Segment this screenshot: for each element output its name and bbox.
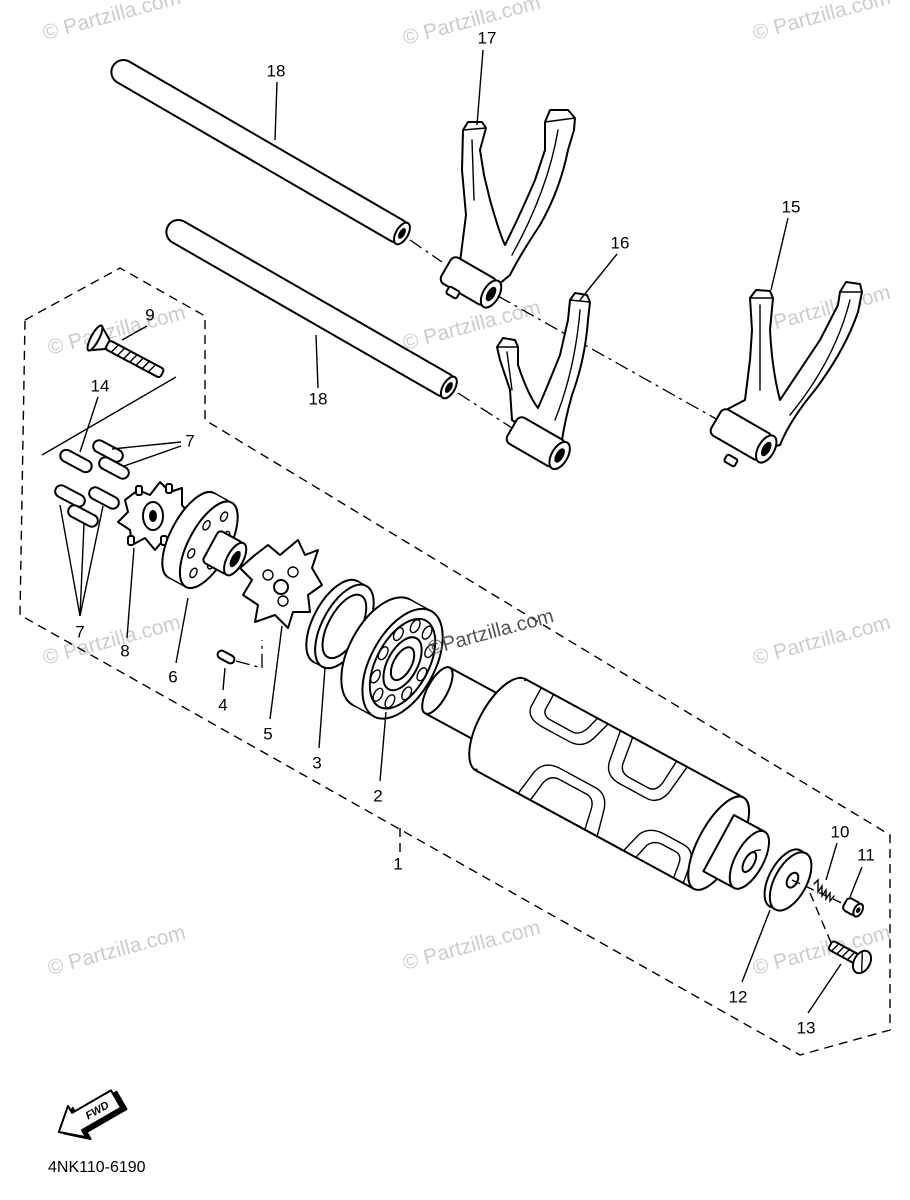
- leader-line-13: [807, 963, 842, 1014]
- leader-lines: [59, 49, 863, 1014]
- callout-11: 11: [857, 846, 875, 865]
- center-line: [409, 239, 443, 263]
- washer-screw-line: [809, 892, 833, 946]
- callout-13: 13: [797, 1019, 816, 1038]
- callout-5: 5: [263, 725, 272, 744]
- leader-line-15: [770, 217, 789, 291]
- watermark: © Partzilla.com: [400, 0, 543, 50]
- callout-18-upper: 18: [267, 62, 286, 81]
- leader-line-6: [175, 597, 189, 664]
- leader-line-11: [849, 866, 863, 898]
- callout-1: 1: [393, 855, 402, 874]
- leader-line-10: [825, 842, 838, 881]
- callout-4: 4: [218, 696, 227, 715]
- forward-arrow-icon: FWD: [57, 1089, 128, 1141]
- pin-7: [67, 504, 99, 528]
- shift-fork-shaft-lower: [165, 218, 458, 400]
- callouts: 17 18 18 16 15 9 14 7 7 8 6 4 5 3 2 1 10…: [75, 29, 875, 1038]
- screw-9: [86, 324, 165, 379]
- callout-12: 12: [729, 988, 748, 1007]
- pin-14: [59, 448, 93, 474]
- pin-4-to-plate-line: [235, 640, 263, 669]
- watermark: © Partzilla.com: [45, 921, 188, 980]
- pin-group-lower: [54, 484, 120, 528]
- leader-line-7-upper: [111, 441, 182, 467]
- callout-14: 14: [91, 377, 110, 396]
- leader-line-14: [79, 396, 99, 453]
- callout-6: 6: [168, 668, 177, 687]
- screw-13: [828, 940, 873, 975]
- plug-11: [842, 897, 865, 918]
- callout-10: 10: [831, 823, 850, 842]
- pin-7: [98, 456, 130, 480]
- shift-fork-17: [439, 109, 576, 309]
- watermark: © Partzilla.com: [750, 0, 893, 45]
- shift-fork-shaft-upper: [110, 59, 411, 246]
- watermark: © Partzilla.com: [400, 296, 543, 355]
- pin-7: [54, 484, 86, 508]
- washer-12: [763, 848, 813, 912]
- fork-center-lines: [409, 239, 719, 429]
- leader-line-5: [269, 625, 283, 720]
- leader-line-9: [121, 325, 148, 341]
- leader-line-18-upper: [274, 81, 278, 141]
- watermark: © Partzilla.com: [400, 916, 543, 975]
- watermark: © Partzilla.com: [750, 611, 893, 670]
- shift-fork-16: [496, 292, 591, 471]
- star-plate-5: [239, 539, 323, 629]
- diagram-code: 4NK110-6190: [48, 1159, 146, 1176]
- leader-line-7-lower: [59, 504, 104, 617]
- shift-fork-15: [709, 281, 863, 468]
- watermark-center: ©Partzilla.com: [426, 605, 557, 660]
- callout-16: 16: [611, 234, 630, 253]
- callout-7-upper: 7: [185, 432, 194, 451]
- shift-drum: [421, 666, 771, 891]
- leader-line-18-lower: [315, 334, 319, 389]
- group-bracket-line: [41, 376, 177, 456]
- leader-line-16: [579, 253, 618, 301]
- callout-7-lower: 7: [75, 623, 84, 642]
- callout-9: 9: [145, 306, 154, 325]
- leader-line-17: [476, 49, 484, 126]
- callout-15: 15: [782, 198, 801, 217]
- center-line: [497, 295, 719, 421]
- watermark: © Partzilla.com: [750, 921, 893, 980]
- leader-line-3: [318, 667, 326, 749]
- callout-17: 17: [478, 29, 497, 48]
- seal-3: [305, 578, 375, 670]
- leader-line-12: [741, 909, 771, 983]
- assembly-1-boundary: [19, 267, 891, 1056]
- pin-4: [216, 649, 236, 665]
- watermark: © Partzilla.com: [40, 611, 183, 670]
- pin-group-upper: [59, 439, 130, 480]
- leader-line-4: [222, 667, 226, 691]
- leader-line-8: [126, 547, 135, 639]
- center-line: [457, 392, 513, 429]
- callout-3: 3: [312, 754, 321, 773]
- watermark: © Partzilla.com: [40, 0, 183, 45]
- callout-2: 2: [373, 787, 382, 806]
- callout-8: 8: [120, 642, 129, 661]
- pin-7: [88, 486, 120, 510]
- bearing-2: [340, 596, 444, 720]
- leader-line-2: [379, 711, 387, 782]
- spring-10: [813, 878, 835, 903]
- washer-axis-line: [791, 879, 847, 906]
- callout-18-lower: 18: [309, 390, 328, 409]
- segment-6: [161, 490, 248, 590]
